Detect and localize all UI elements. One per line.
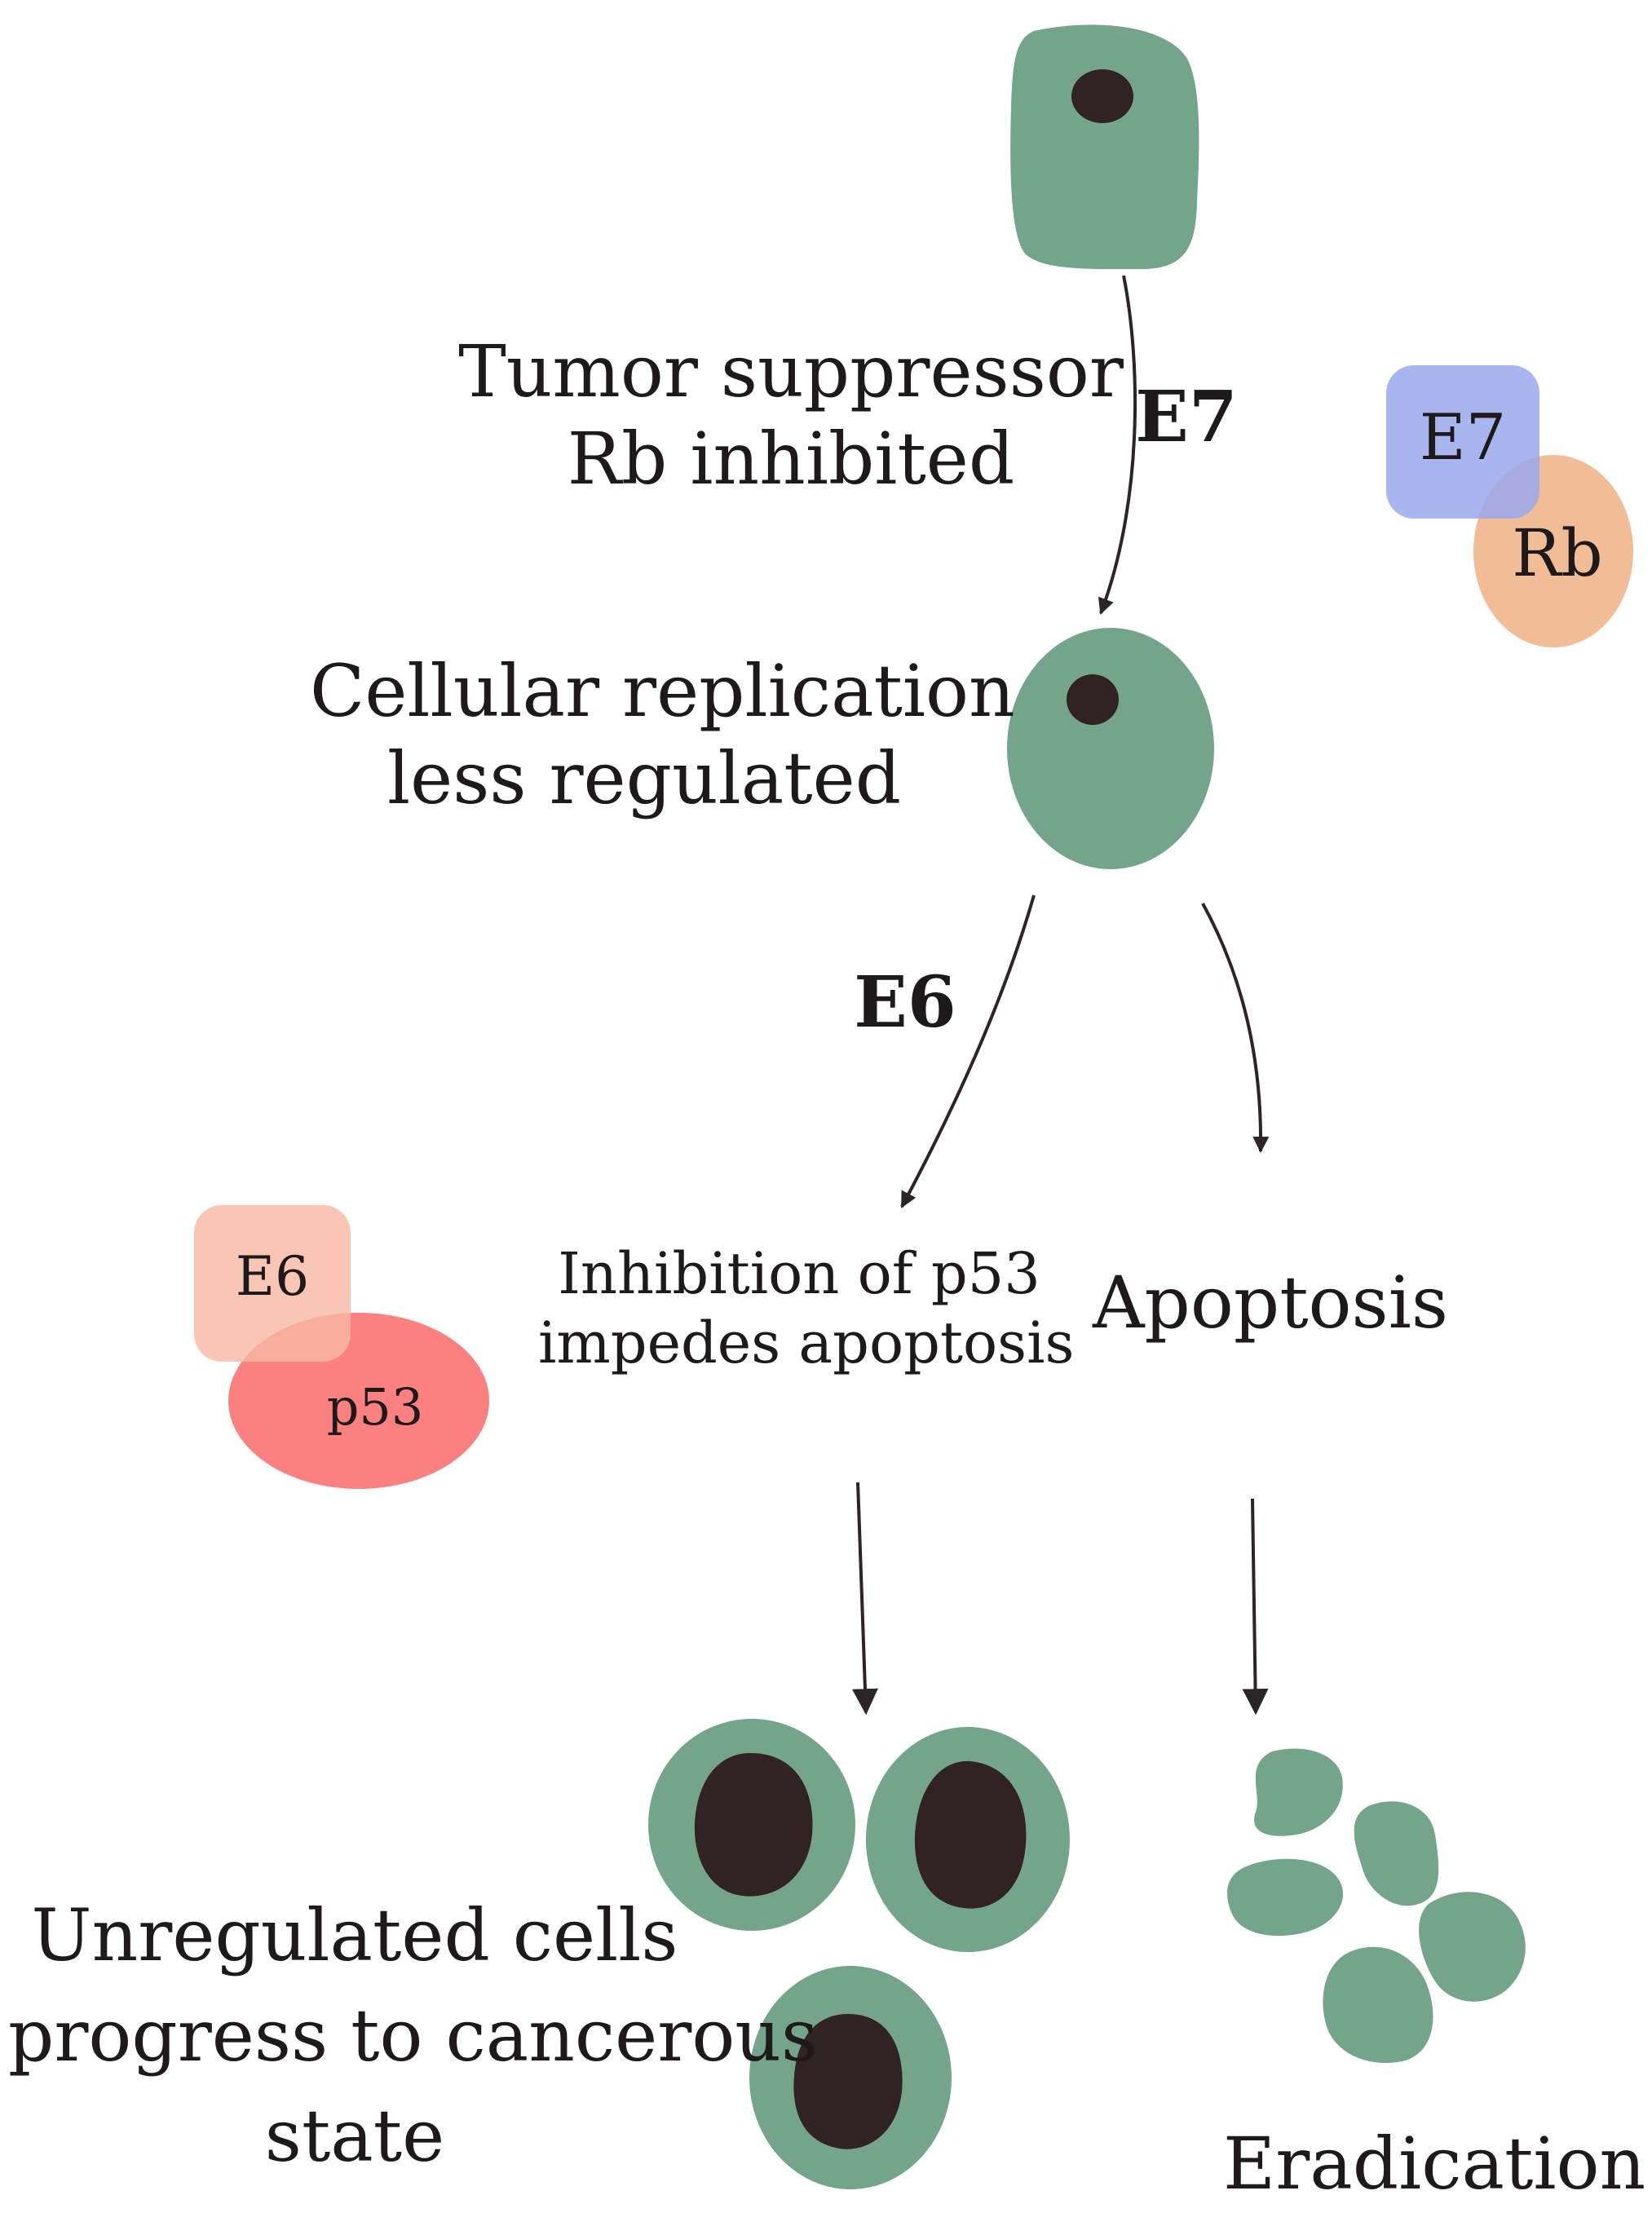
cell-nucleus [914,1760,1027,1909]
label-line: Cellular replication [310,649,1015,733]
cancerous-cell-1 [648,1719,855,1931]
cancer-label: Unregulated cells progress to cancerous … [8,1885,819,2187]
label-line: Unregulated cells [31,1893,678,1977]
cell-nucleus [1067,674,1119,725]
e7-box [1386,365,1539,519]
rb-inhibited-label: Tumor suppressor Rb inhibited [457,328,1125,503]
less-regulated-cell [1007,628,1214,869]
cell-body [1010,24,1199,270]
e6-arrow-label: E6 [854,961,956,1044]
e7-complex-label: E7 [1419,401,1507,475]
cancerous-cell-2 [866,1727,1070,1952]
arrow-to-cancer [851,1482,878,1716]
cell-nucleus [793,2014,903,2149]
label-line: Tumor suppressor [458,329,1124,413]
fragment [1227,1858,1344,1937]
cell-body [1007,628,1214,869]
apoptotic-fragments [1227,1748,1526,2064]
fragment [1354,1801,1439,1906]
arrow-to-eradication [1242,1498,1269,1716]
cancerous-cell-3 [749,1966,952,2189]
label-line: Rb inhibited [567,417,1015,501]
eradication-label: Eradication [1223,2122,1646,2206]
replication-label: Cellular replication less regulated [310,647,1015,823]
e7-rb-complex [1386,365,1633,647]
e7-arrow-label: E7 [1135,376,1238,458]
fragment [1254,1748,1343,1836]
p53-complex-label: p53 [326,1377,424,1437]
e6-p53-complex [194,1205,489,1489]
label-line: impedes apoptosis [538,1310,1075,1377]
cell-nucleus [1071,69,1133,123]
p53-inhibition-label: Inhibition of p53 impedes apoptosis [538,1239,1075,1379]
arrow-rb-inhibition [1098,275,1137,615]
label-line: less regulated [386,736,902,821]
normal-cell-top [1010,24,1199,270]
arrow-e6 [900,894,1036,1208]
e6-complex-label: E6 [235,1245,310,1308]
fragment [1419,1892,1526,2002]
label-line: Inhibition of p53 [558,1240,1040,1307]
label-line: state [264,2094,445,2179]
apoptosis-label: Apoptosis [1093,1261,1449,1345]
cell-nucleus [694,1753,813,1897]
rb-complex-label: Rb [1512,515,1603,591]
e6-box [194,1205,351,1362]
label-line: progress to cancerous [8,1994,819,2078]
arrow-apoptosis [1201,903,1270,1153]
fragment [1323,1946,1433,2064]
